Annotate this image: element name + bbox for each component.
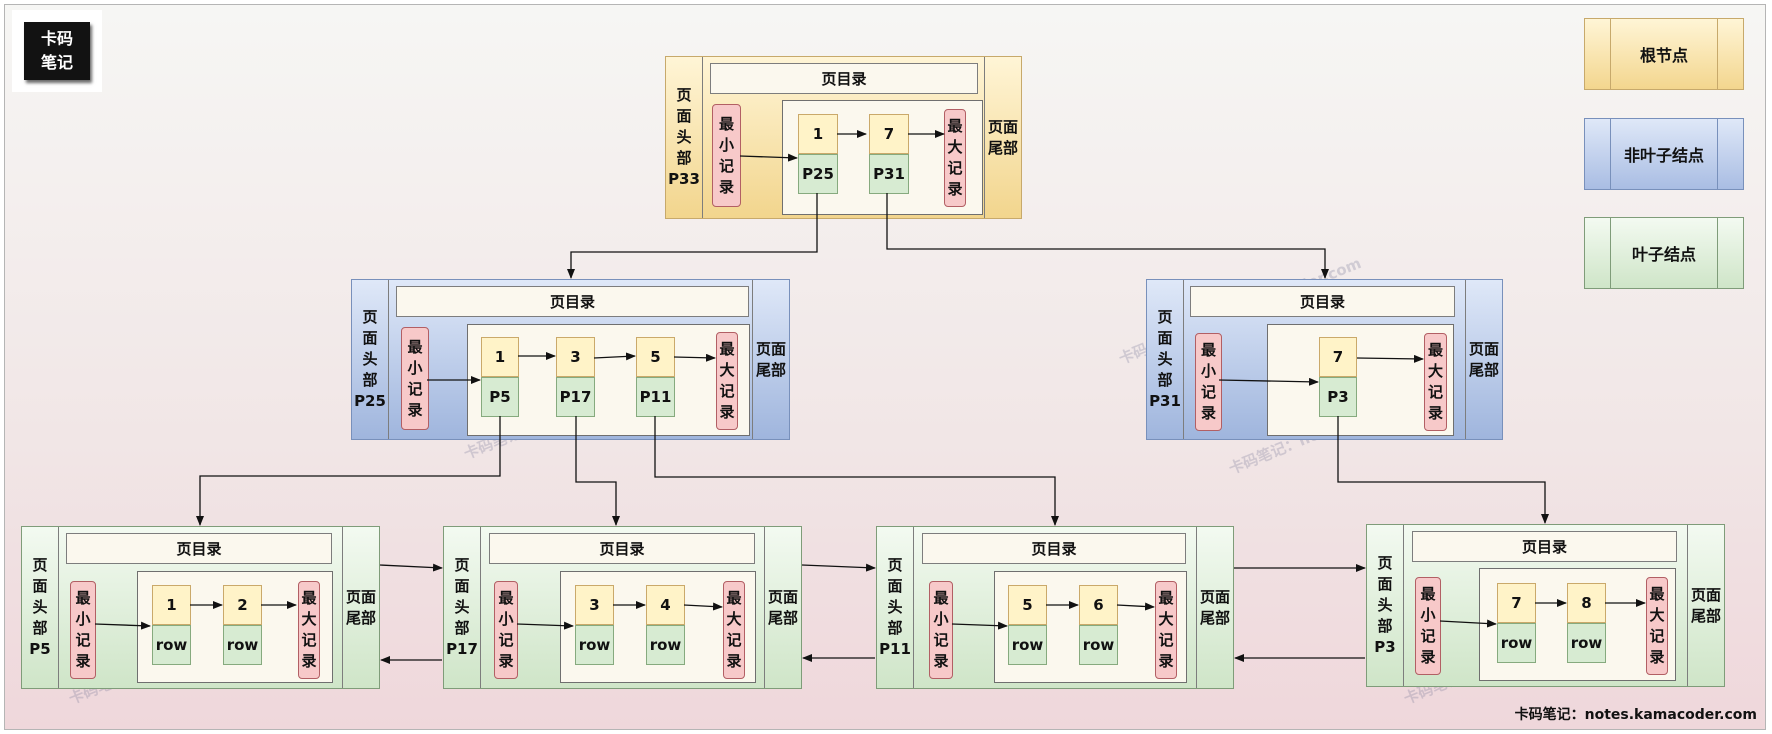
min-record: 最 小 记 录 [712,104,741,207]
legend-leaf-node: 叶子结点 [1584,217,1744,289]
page-tail: 页面 尾部 [987,117,1018,157]
key-cell: 2 [223,585,262,625]
key-cell: 1 [152,585,191,625]
min-record: 最 小 记 录 [401,327,429,430]
pointer-cell: P3 [1319,377,1357,417]
pointer-cell: row [1497,623,1536,663]
logo-line-1: 卡码 [40,29,73,48]
page-header: 页 面 头 部 P3 [1374,554,1396,656]
key-cell: 8 [1567,583,1606,623]
pointer-cell: row [152,625,191,665]
page-tail: 页面 尾部 [345,587,376,627]
key-cell: 7 [1319,337,1357,377]
legend-nonleaf-node: 非叶子结点 [1584,118,1744,190]
pointer-cell: row [575,625,614,665]
leaf-page-p3: 页 面 头 部 P3 页目录 最 小 记 录 7 row 8 row 最 大 记… [1366,524,1725,687]
page-tail: 页面 尾部 [1199,587,1230,627]
page-directory: 页目录 [66,533,332,564]
key-cell: 5 [636,337,675,377]
min-record: 最 小 记 录 [1195,333,1222,431]
max-record: 最 大 记 录 [716,332,738,430]
max-record: 最 大 记 录 [1646,577,1668,675]
leaf-page-p17: 页 面 头 部 P17 页目录 最 小 记 录 3 row 4 row 最 大 … [443,526,802,689]
pointer-cell: P31 [869,154,909,194]
max-record: 最 大 记 录 [1424,333,1447,431]
page-tail: 页面 尾部 [1690,585,1721,625]
page-tail: 页面 尾部 [1468,339,1499,379]
page-directory: 页目录 [489,533,755,564]
max-record: 最 大 记 录 [298,581,320,679]
min-record: 最 小 记 录 [929,581,953,679]
page-directory: 页目录 [922,533,1186,564]
page-header: 页 面 头 部 P31 [1149,308,1181,410]
max-record: 最 大 记 录 [1155,581,1177,679]
page-header: 页 面 头 部 P17 [446,556,478,658]
key-cell: 6 [1079,585,1118,625]
legend-root-label: 根节点 [1639,46,1688,65]
key-cell: 5 [1008,585,1047,625]
page-tail: 页面 尾部 [755,339,786,379]
key-cell: 7 [1497,583,1536,623]
key-cell: 1 [481,337,519,377]
pointer-cell: row [1079,625,1118,665]
pointer-cell: P11 [636,377,675,417]
page-header: 页 面 头 部 P11 [879,556,911,658]
min-record: 最 小 记 录 [1415,577,1441,675]
pointer-cell: row [646,625,685,665]
root-page-p33: 页 面 头 部 P33 页目录 最 小 记 录 1 P25 7 P31 最 大 … [665,56,1022,219]
page-header: 页 面 头 部 P33 [668,86,700,188]
leaf-page-p5: 页 面 头 部 P5 页目录 最 小 记 录 1 row 2 row 最 大 记… [21,526,380,689]
page-header: 页 面 头 部 P5 [29,556,51,658]
logo-line-2: 笔记 [40,53,73,72]
legend-root-node: 根节点 [1584,18,1744,90]
page-directory: 页目录 [1190,286,1455,317]
key-cell: 1 [798,114,838,154]
pointer-cell: row [1008,625,1047,665]
min-record: 最 小 记 录 [494,581,518,679]
pointer-cell: P25 [798,154,838,194]
pointer-cell: row [1567,623,1606,663]
nonleaf-page-p31: 页 面 头 部 P31 页目录 最 小 记 录 7 P3 最 大 记 录 页面 … [1146,279,1503,440]
page-directory: 页目录 [710,63,978,94]
key-cell: 4 [646,585,685,625]
nonleaf-page-p25: 页 面 头 部 P25 页目录 最 小 记 录 1 P5 3 P17 5 P11… [351,279,790,440]
key-cell: 3 [556,337,595,377]
min-record: 最 小 记 录 [70,581,96,679]
leaf-page-p11: 页 面 头 部 P11 页目录 最 小 记 录 5 row 6 row 最 大 … [876,526,1234,689]
kama-logo: 卡码 笔记 [12,10,102,92]
max-record: 最 大 记 录 [723,581,745,679]
key-cell: 3 [575,585,614,625]
pointer-cell: P5 [481,377,519,417]
page-tail: 页面 尾部 [767,587,798,627]
pointer-cell: row [223,625,262,665]
page-directory: 页目录 [1412,531,1677,562]
max-record: 最 大 记 录 [944,109,966,207]
page-header: 页 面 头 部 P25 [354,308,386,410]
key-cell: 7 [869,114,909,154]
footer-credit: 卡码笔记：notes.kamacoder.com [1514,707,1757,723]
page-directory: 页目录 [396,286,749,317]
legend-leaf-label: 叶子结点 [1631,245,1696,264]
pointer-cell: P17 [556,377,595,417]
legend-nonleaf-label: 非叶子结点 [1623,146,1704,165]
